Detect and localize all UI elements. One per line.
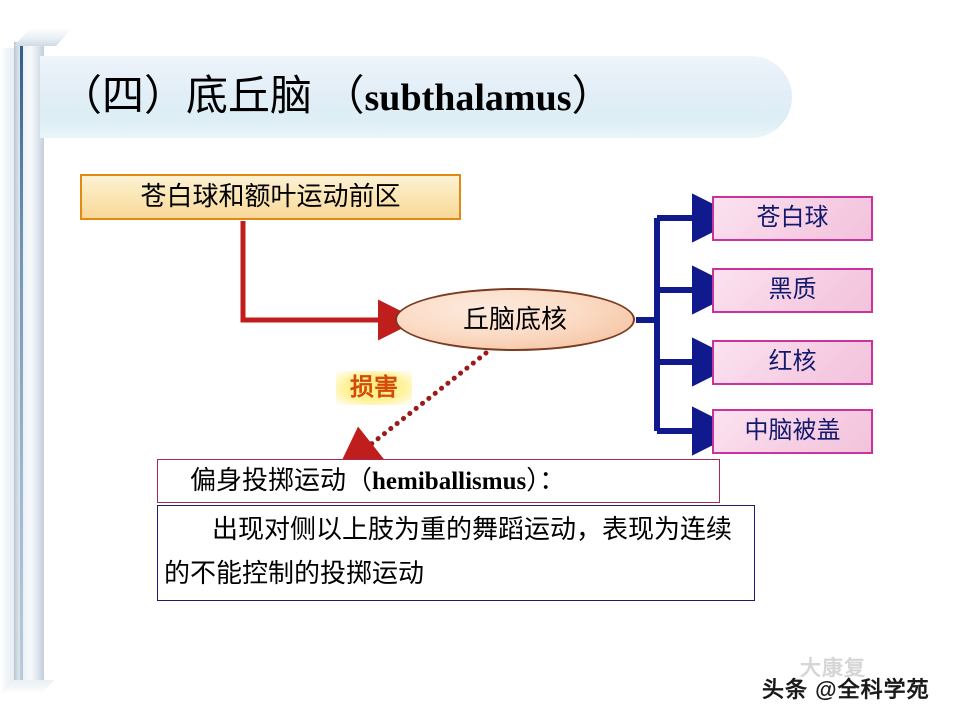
result-heading-cn-prefix: 偏身投掷运动（ [190, 466, 373, 495]
center-node-subthalamic-nucleus[interactable]: 丘脑底核 [395, 288, 635, 351]
result-heading-cn-suffix: ）： [526, 466, 566, 495]
arrow-center-to-targets [636, 193, 742, 456]
watermark-text: 头条 @全科学苑 [762, 677, 930, 702]
page-title-cn-suffix: ） [571, 74, 614, 120]
page-title-latin: subthalamus [364, 77, 572, 119]
left-bar-front-face [14, 42, 44, 690]
left-bar-top-face [14, 28, 73, 46]
source-box-pallidum-premotor[interactable]: 苍白球和额叶运动前区 [80, 174, 461, 220]
watermark-ghost-text: 大康复 [800, 657, 866, 680]
page-title-cn-prefix: （四）底丘脑 （ [60, 74, 365, 120]
target-box-substantia-nigra[interactable]: 黑质 [712, 268, 873, 313]
target-box-red-nucleus[interactable]: 红核 [712, 340, 873, 385]
page-title: （四）底丘脑 （subthalamus） [60, 63, 780, 132]
result-body-box[interactable]: 出现对侧以上肢为重的舞蹈运动，表现为连续的不能控制的投掷运动 [157, 505, 755, 601]
target-box-globus-pallidus[interactable]: 苍白球 [712, 196, 873, 241]
arrow-source-to-center [240, 221, 419, 341]
left-decorative-bar [0, 28, 73, 694]
title-banner [40, 56, 792, 138]
left-bar-accent-line [20, 42, 23, 680]
result-heading-box[interactable]: 偏身投掷运动（hemiballismus）： [157, 459, 720, 503]
left-bar-side-face [0, 48, 16, 694]
target-box-midbrain-tegmentum[interactable]: 中脑被盖 [712, 409, 873, 454]
result-heading-latin: hemiballismus [372, 468, 527, 495]
damage-label: 损害 [336, 371, 412, 405]
